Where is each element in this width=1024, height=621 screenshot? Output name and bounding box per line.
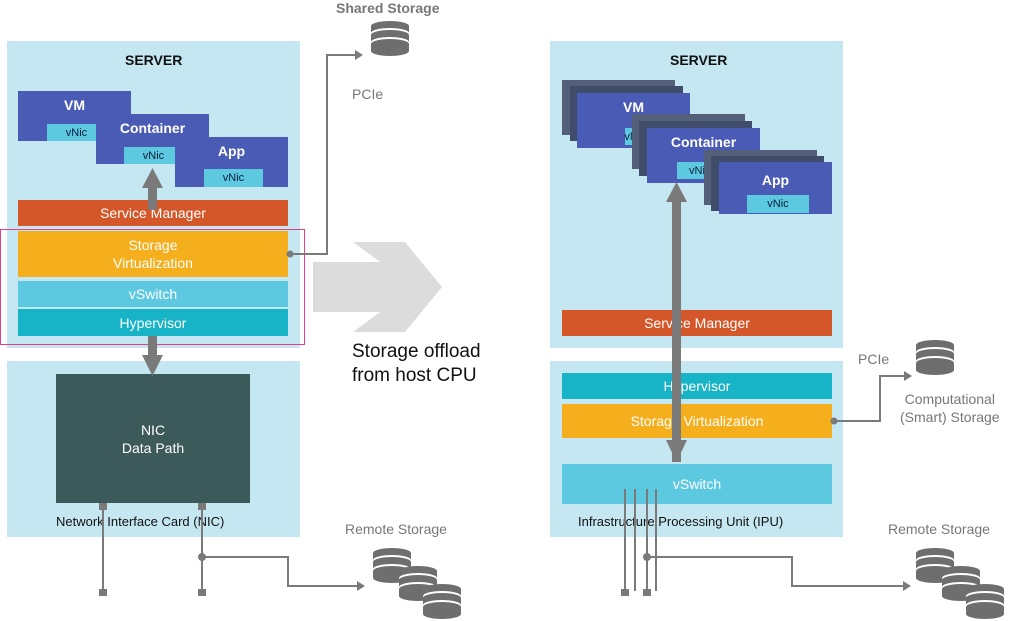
right-container-label: Container bbox=[670, 134, 737, 150]
offload-line2: from host CPU bbox=[352, 365, 477, 386]
left-storage-virt-line2: Virtualization bbox=[113, 255, 193, 271]
right-app-label: App bbox=[761, 172, 790, 188]
left-app-label: App bbox=[217, 143, 246, 159]
computational-storage-disk-icon bbox=[916, 340, 954, 375]
offload-arrow-icon bbox=[313, 242, 442, 332]
left-service-manager-label: Service Manager bbox=[100, 205, 206, 221]
right-vm-label: VM bbox=[623, 99, 644, 115]
right-remote-storage-label: Remote Storage bbox=[888, 521, 990, 537]
right-app-vnic: vNic bbox=[747, 195, 809, 213]
left-hypervisor-label: Hypervisor bbox=[119, 314, 187, 331]
left-vswitch: vSwitch bbox=[18, 281, 288, 307]
right-network-lines bbox=[621, 489, 911, 596]
left-container-vnic: vNic bbox=[124, 147, 183, 164]
left-remote-disk-3-icon bbox=[423, 584, 461, 619]
shared-storage-disk-icon bbox=[371, 21, 409, 56]
nic-line2: Data Path bbox=[121, 439, 185, 456]
nic-line1: NIC bbox=[140, 421, 166, 438]
right-pcie-connector bbox=[830, 371, 912, 425]
left-app-vnic: vNic bbox=[204, 169, 263, 187]
left-storage-virt-line1: Storage bbox=[128, 237, 178, 253]
left-server-title: SERVER bbox=[125, 52, 183, 68]
left-shared-storage-label: Shared Storage bbox=[336, 0, 440, 16]
ipu-title: Infrastructure Processing Unit (IPU) bbox=[578, 514, 784, 529]
nic-title: Network Interface Card (NIC) bbox=[56, 514, 225, 529]
left-vm-label: VM bbox=[64, 97, 85, 113]
computational-line1: Computational bbox=[904, 391, 995, 407]
offload-line1: Storage offload bbox=[352, 341, 481, 362]
left-network-lines bbox=[99, 503, 365, 596]
right-storage-virtualization: Storage Virtualization bbox=[562, 404, 832, 438]
right-service-manager: Service Manager bbox=[562, 310, 832, 336]
right-pcie-label: PCIe bbox=[858, 351, 890, 367]
right-storage-virt-label: Storage Virtualization bbox=[630, 413, 764, 429]
right-hypervisor: Hypervisor bbox=[562, 373, 832, 399]
left-pcie-connector bbox=[286, 50, 363, 258]
right-vswitch-label: vSwitch bbox=[672, 476, 722, 492]
right-up-arrow-icon bbox=[666, 182, 687, 462]
right-vswitch: vSwitch bbox=[562, 464, 832, 504]
nic-data-path: NIC Data Path bbox=[56, 374, 250, 503]
left-storage-virtualization: Storage Virtualization bbox=[18, 231, 288, 277]
left-remote-storage-label: Remote Storage bbox=[345, 521, 447, 537]
left-container-label: Container bbox=[119, 120, 186, 136]
computational-line2: (Smart) Storage bbox=[900, 409, 1000, 425]
right-service-manager-label: Service Manager bbox=[644, 315, 750, 331]
left-hypervisor: Hypervisor bbox=[18, 309, 288, 336]
computational-storage-label: Computational (Smart) Storage bbox=[900, 390, 1000, 426]
right-remote-disk-3-icon bbox=[966, 584, 1004, 619]
left-down-arrow-icon bbox=[142, 336, 163, 376]
offload-caption: Storage offload from host CPU bbox=[352, 340, 481, 388]
left-pcie-label: PCIe bbox=[352, 86, 384, 102]
left-vswitch-label: vSwitch bbox=[128, 286, 178, 302]
left-up-arrow-icon bbox=[142, 168, 163, 210]
right-down-arrow-icon bbox=[666, 440, 687, 462]
left-vm-vnic: vNic bbox=[47, 124, 106, 141]
right-server-title: SERVER bbox=[670, 52, 728, 68]
